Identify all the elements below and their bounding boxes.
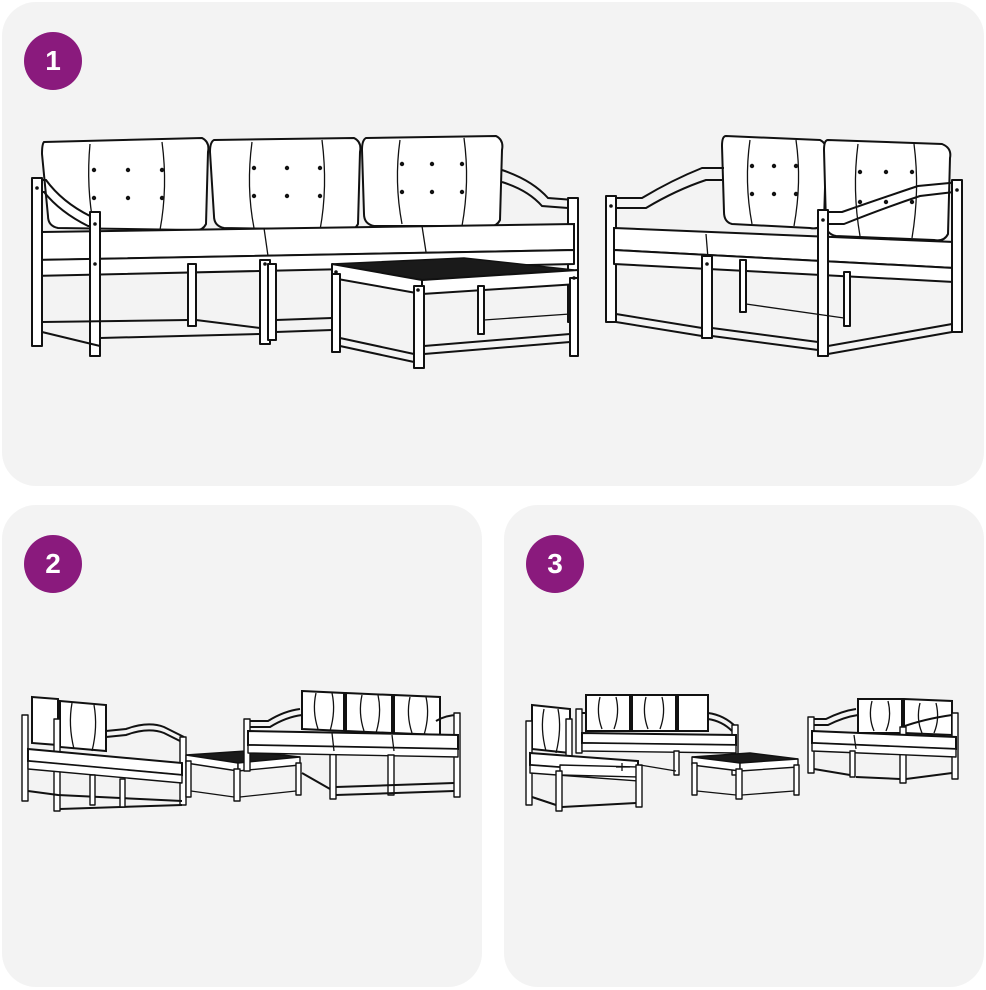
sofa-set-layout-2-drawing bbox=[21, 689, 461, 812]
chaise-module bbox=[525, 703, 643, 812]
coffee-table bbox=[691, 752, 800, 800]
step-3-panel: 3 bbox=[504, 505, 984, 987]
sofa-set-large-drawing bbox=[31, 134, 963, 369]
three-seat-sofa bbox=[575, 694, 739, 776]
three-seat-sofa bbox=[243, 689, 461, 800]
two-seat-sofa bbox=[605, 134, 963, 357]
corner-modules-left bbox=[21, 695, 187, 812]
step-3-badge: 3 bbox=[526, 535, 584, 593]
back-cushion bbox=[360, 134, 504, 228]
sofa-set-layout-3-drawing bbox=[525, 694, 959, 812]
step-2-panel: 2 bbox=[2, 505, 482, 987]
coffee-table bbox=[331, 257, 579, 369]
back-cushion bbox=[40, 136, 210, 232]
step-1-badge: 1 bbox=[24, 32, 82, 90]
two-seat-sofa bbox=[807, 697, 959, 784]
three-seat-sofa bbox=[31, 134, 579, 357]
back-cushion bbox=[720, 134, 828, 230]
step-2-badge: 2 bbox=[24, 535, 82, 593]
back-cushion bbox=[822, 138, 952, 242]
back-cushion bbox=[208, 136, 362, 232]
step-1-panel: 1 bbox=[2, 2, 984, 486]
